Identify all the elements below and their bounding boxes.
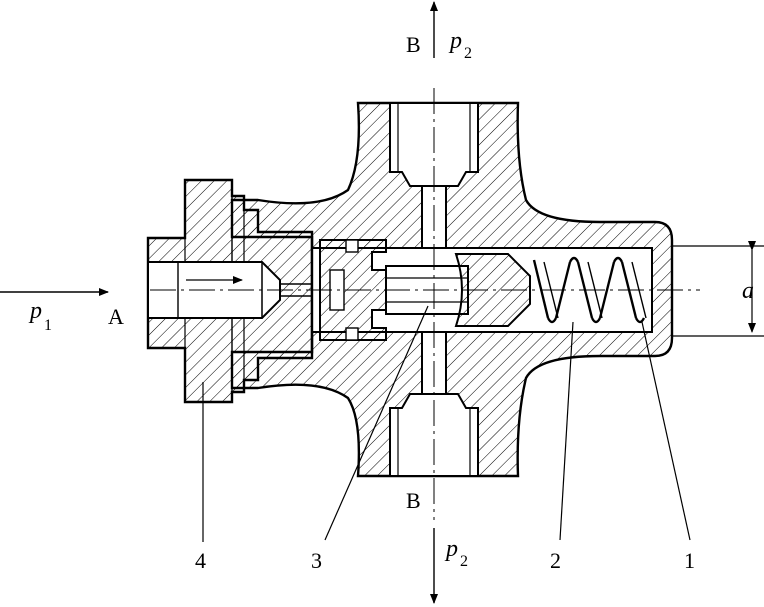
p2-top-subscript: 2: [464, 45, 472, 62]
p2-bottom-subscript: 2: [460, 553, 468, 570]
leader-part-1: [641, 321, 691, 541]
part-1-label: 1: [684, 548, 695, 573]
part-2-label: 2: [550, 548, 561, 573]
part-4-label: 4: [195, 548, 206, 573]
bottom-port-bore: [389, 393, 479, 477]
part-3-label: 3: [311, 548, 322, 573]
port-b-top-label: B: [406, 32, 421, 57]
port-a-label: A: [108, 304, 124, 329]
port-b-bottom-label: B: [406, 488, 421, 513]
leader-part-2: [559, 321, 574, 541]
dimension-a-label: a: [742, 278, 754, 304]
p1-symbol: p: [28, 298, 42, 324]
dimension-a: [672, 241, 764, 337]
p2-top-symbol: p: [448, 28, 462, 54]
p1-subscript: 1: [44, 317, 52, 334]
p2-bottom-symbol: p: [444, 536, 458, 562]
leader-part-3: [324, 305, 429, 541]
